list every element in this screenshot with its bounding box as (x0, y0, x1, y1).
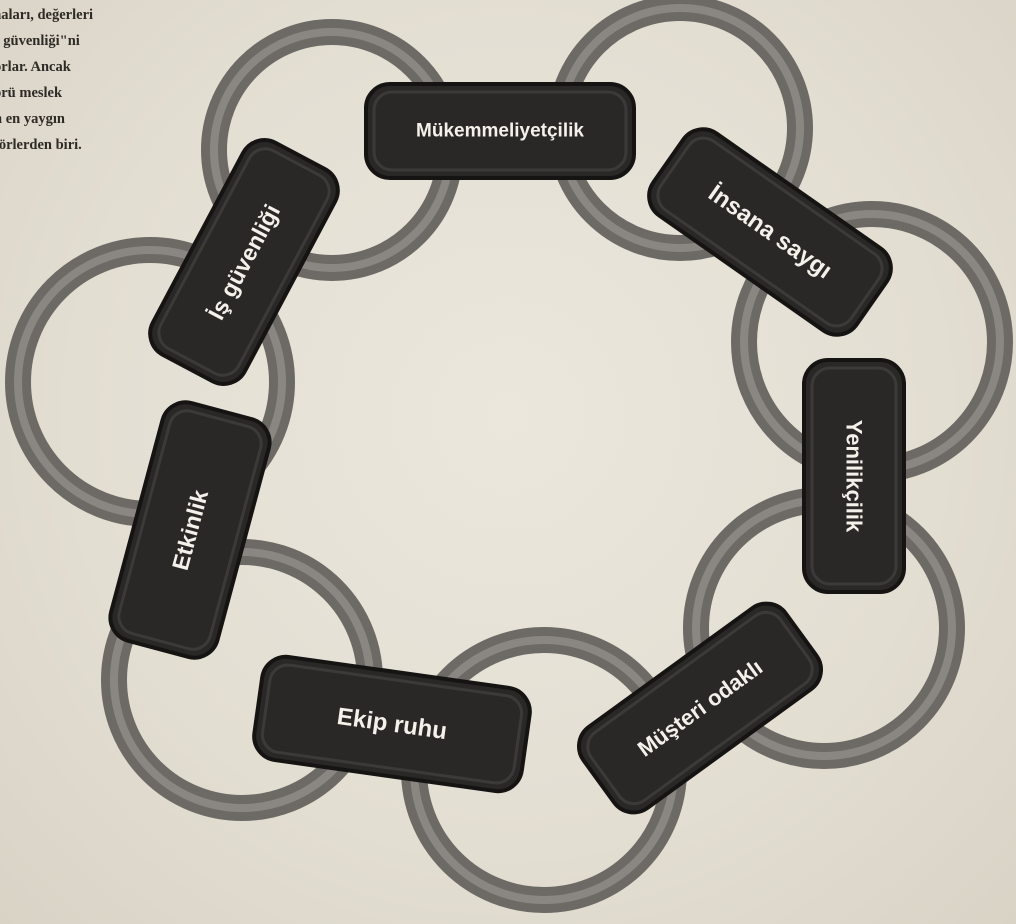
tire-link: İnsana saygı (640, 120, 901, 344)
tire-label: Yenilikçilik (842, 420, 867, 533)
tire-label: Mükemmeliyetçilik (416, 121, 584, 142)
tire-link: Etkinlik (105, 397, 275, 663)
tire-link: Ekip ruhu (251, 654, 533, 795)
tire-link: Yenilikçilik (804, 360, 904, 592)
tire-links: Mükemmeliyetçilik İnsana saygıYenilikçili… (105, 84, 904, 822)
tire-link: Mükemmeliyetçilik (366, 84, 634, 178)
